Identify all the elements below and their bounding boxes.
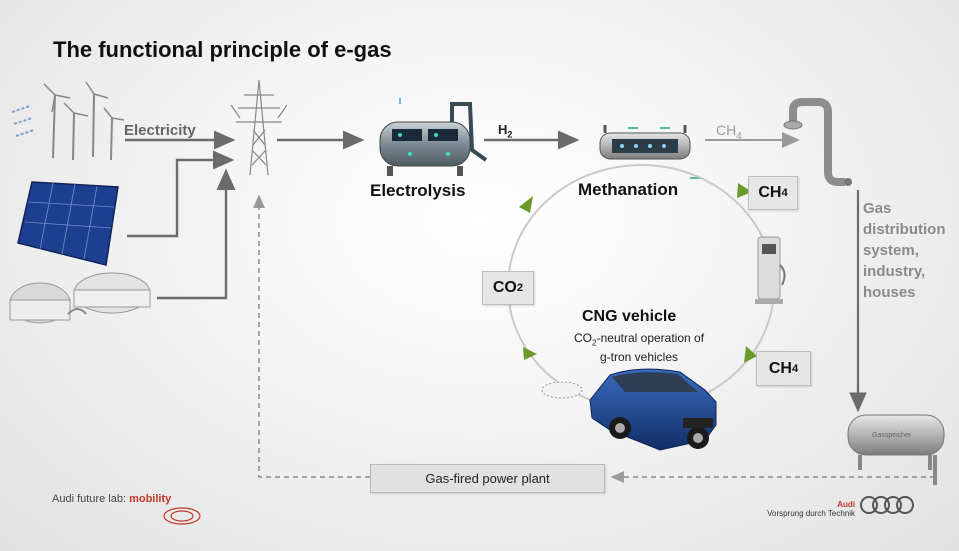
h2-label: H2 bbox=[498, 122, 513, 140]
wind-turbines-icon bbox=[11, 81, 125, 161]
methanation-label: Methanation bbox=[578, 180, 679, 199]
electricity-arrows bbox=[125, 130, 580, 300]
audi-slogan: Audi Vorsprung durch Technik bbox=[752, 500, 855, 518]
gas-fired-power-plant-box: Gas-fired power plant bbox=[370, 464, 605, 493]
cng-vehicle-title: CNG vehicle bbox=[582, 308, 677, 325]
gas-distribution-label: Gas distribution system, industry, house… bbox=[863, 198, 946, 303]
future-lab-logo-text: Audi future lab: mobility bbox=[52, 493, 172, 505]
gas-return-dashed-path bbox=[253, 194, 935, 483]
gas-pipe-icon bbox=[783, 98, 852, 186]
power-pylon-icon bbox=[230, 79, 288, 176]
audi-brand: Audi bbox=[837, 500, 855, 509]
electrolysis-label: Electrolysis bbox=[370, 181, 466, 200]
cng-dispenser-icon bbox=[755, 236, 786, 304]
solar-panel-icon bbox=[17, 181, 119, 266]
cng-vehicle-description: CO2-neutral operation of g-tron vehicles bbox=[563, 331, 715, 365]
gas-dist-line: industry, bbox=[863, 263, 926, 280]
gas-dist-line: houses bbox=[863, 284, 916, 301]
biogas-plant-icon bbox=[9, 272, 151, 324]
cng-desc-line1: CO2-neutral operation of bbox=[573, 331, 705, 348]
gas-dist-line: distribution bbox=[863, 221, 946, 238]
page-title: The functional principle of e-gas bbox=[53, 37, 392, 62]
gas-dist-line: system, bbox=[863, 242, 919, 259]
audi-slogan-text: Vorsprung durch Technik bbox=[767, 509, 855, 518]
cng-vehicle-car-icon bbox=[541, 368, 717, 451]
gas-storage-icon bbox=[847, 414, 945, 485]
electricity-label: Electricity bbox=[124, 122, 196, 139]
gas-dist-line: Gas bbox=[863, 200, 892, 217]
future-lab-icon bbox=[163, 507, 201, 525]
audi-rings-logo bbox=[860, 496, 914, 514]
methanation-reactor-icon bbox=[599, 125, 702, 179]
gasspeicher-label: Gasspeicher bbox=[872, 432, 912, 439]
ch4-gray-label: CH4 bbox=[716, 122, 742, 142]
cng-desc-line2: g-tron vehicles bbox=[599, 350, 679, 365]
electrolyser-icon bbox=[379, 98, 488, 176]
